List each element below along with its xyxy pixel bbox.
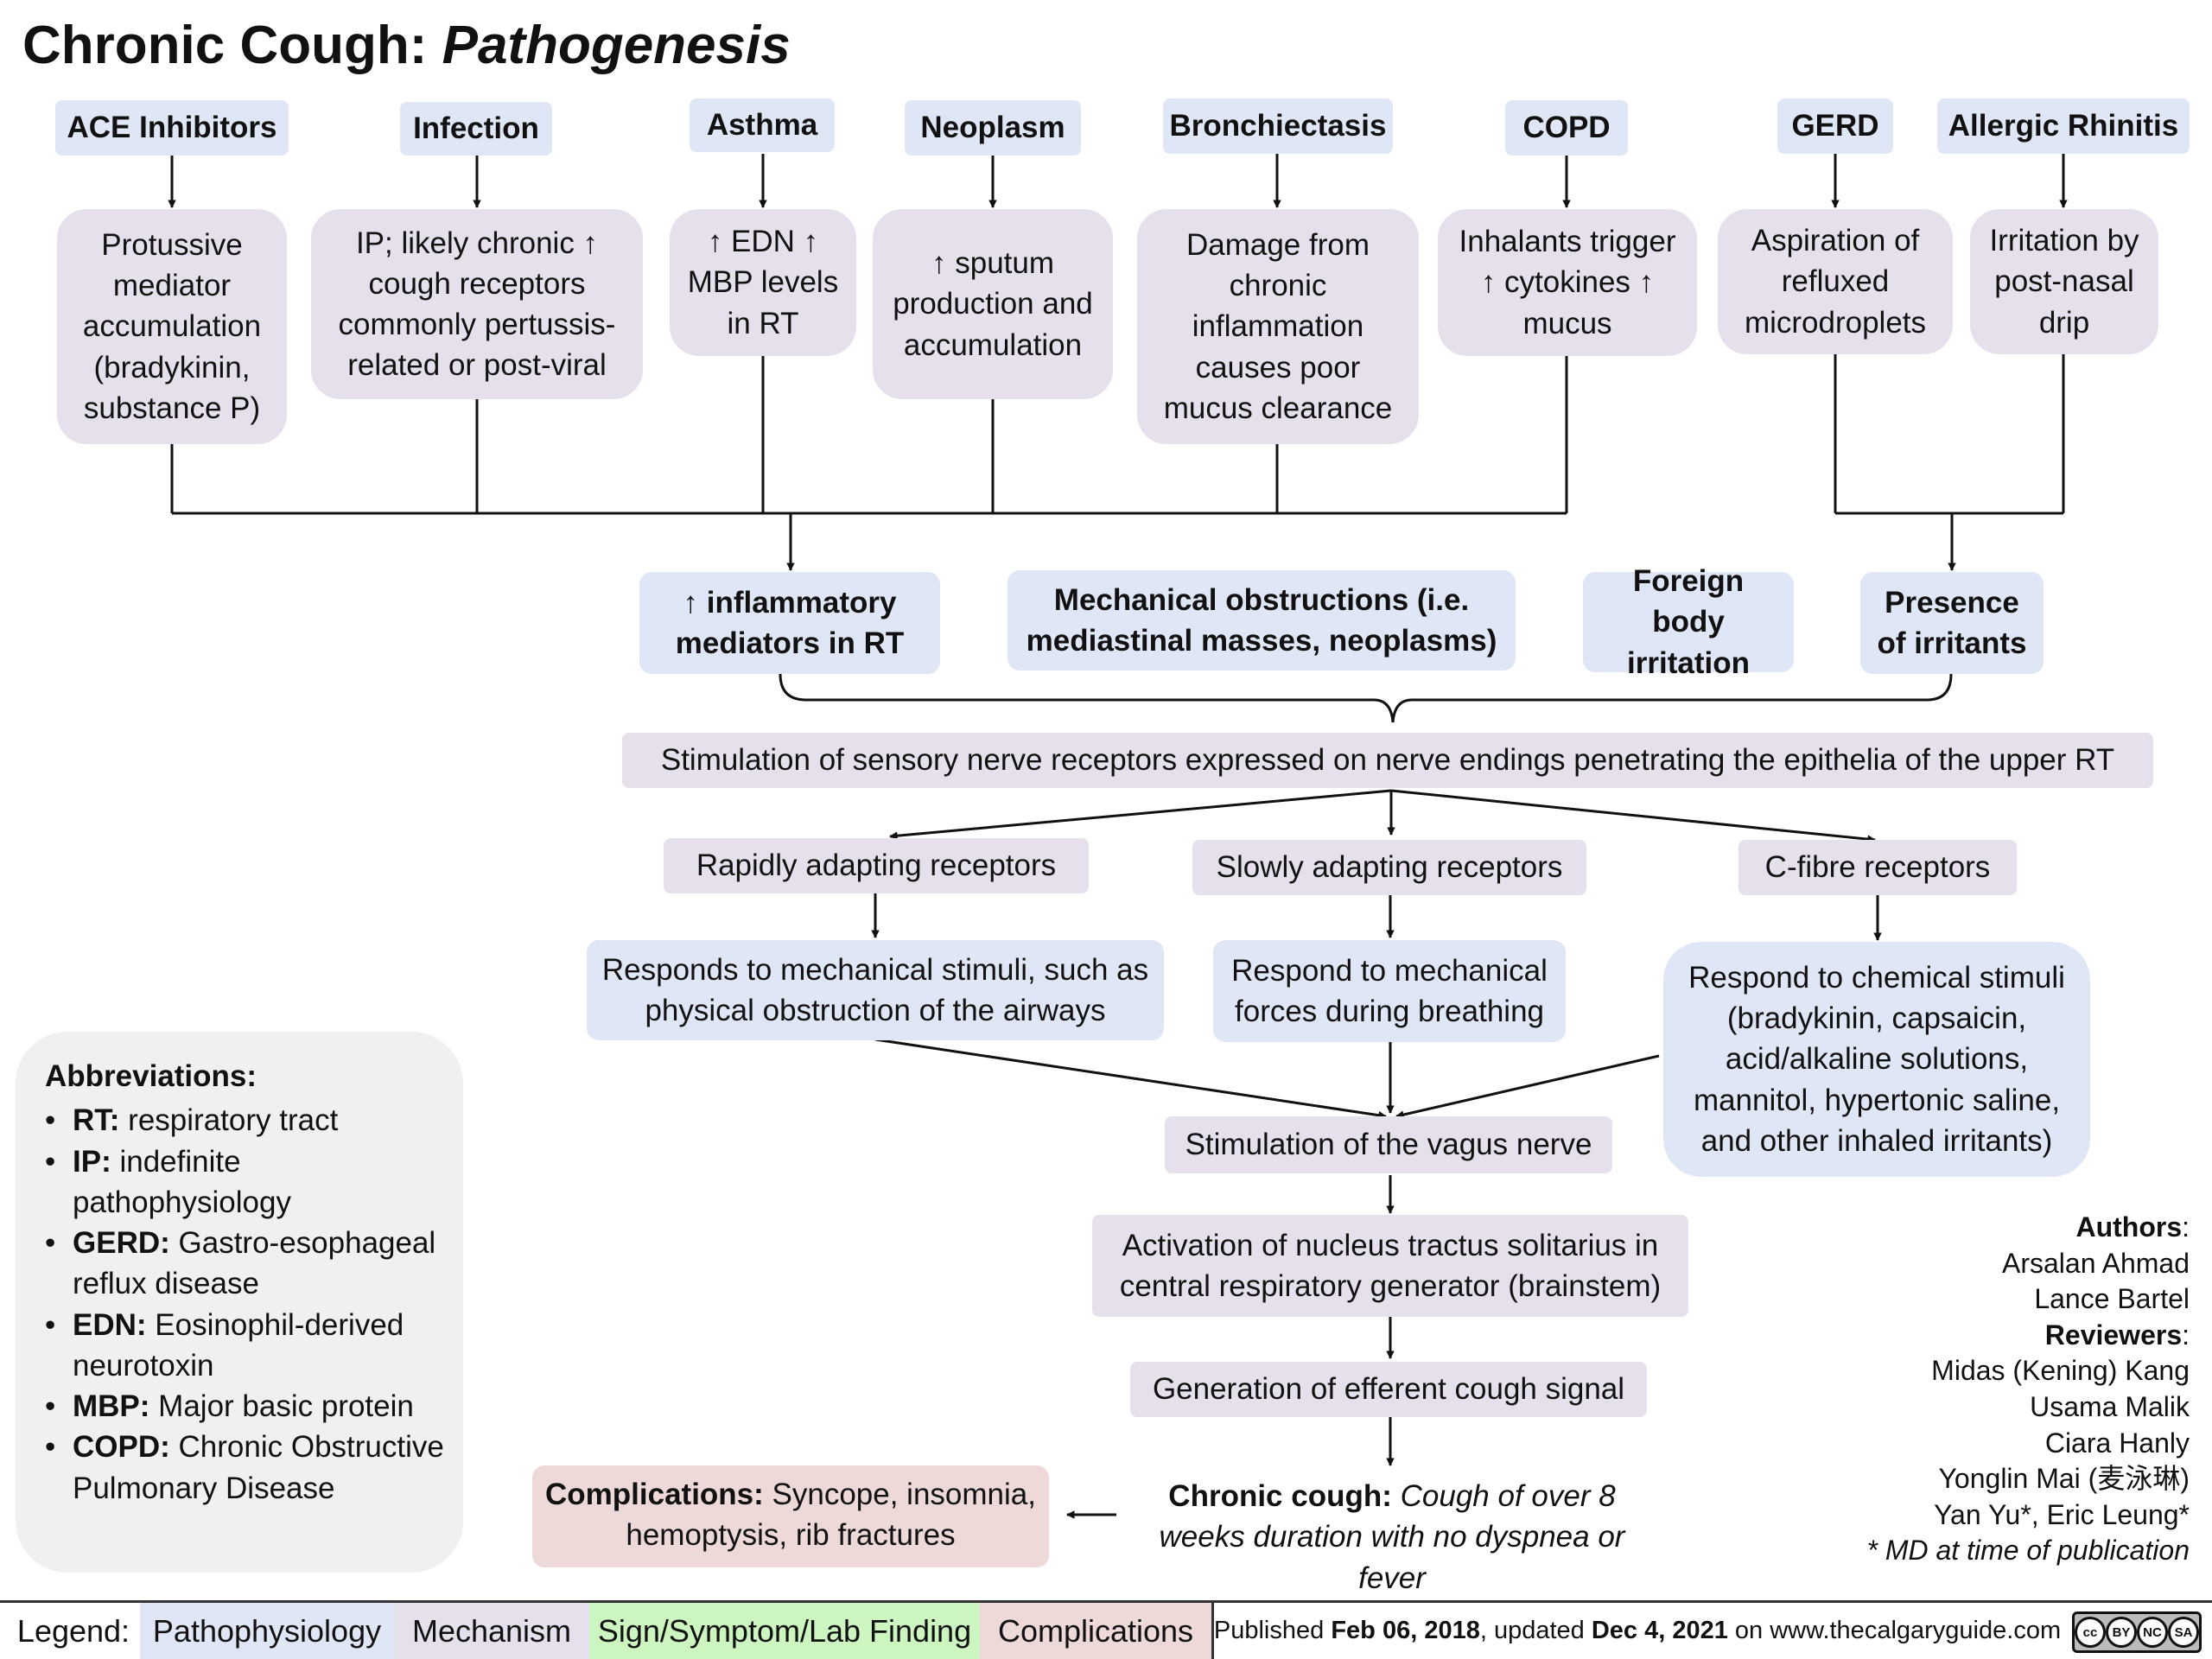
published-prefix: Published xyxy=(1213,1617,1332,1644)
abbreviation-term: COPD: xyxy=(73,1430,170,1465)
sa-icon: SA xyxy=(2168,1617,2199,1648)
authors-label: Authors xyxy=(2075,1211,2183,1243)
sensory-stimulation-box: Stimulation of sensory nerve receptors e… xyxy=(622,733,2153,788)
cause-header-gerd: GERD xyxy=(1777,99,1893,154)
cause-header-allergic-rhinitis: Allergic Rhinitis xyxy=(1937,99,2190,154)
complications-text: Syncope, insomnia, hemoptysis, rib fract… xyxy=(626,1478,1036,1553)
cause-detail-neoplasm: ↑ sputum production and accumulation xyxy=(873,209,1113,399)
cc-icon: cc xyxy=(2075,1617,2106,1648)
legend-mechanism: Mechanism xyxy=(394,1603,589,1659)
rapid-receptors-box: Rapidly adapting receptors xyxy=(664,838,1089,893)
cause-detail-ace-inhibitors: Protussive mediator accumulation (bradyk… xyxy=(57,209,287,444)
nc-icon: NC xyxy=(2137,1617,2168,1648)
abbreviation-item: GERD: Gastro-esophageal reflux disease xyxy=(45,1223,446,1305)
author-name: Lance Bartel xyxy=(2034,1283,2190,1315)
slow-receptors-box: Slowly adapting receptors xyxy=(1192,840,1586,895)
cause-header-asthma: Asthma xyxy=(690,99,835,152)
reviewers-label: Reviewers xyxy=(2044,1319,2183,1351)
foreign-body-box: Foreign body irritation xyxy=(1583,564,1794,680)
abbreviation-def: Major basic protein xyxy=(158,1389,414,1423)
complications-box: Complications: Syncope, insomnia, hemopt… xyxy=(532,1465,1049,1567)
efferent-signal-box: Generation of efferent cough signal xyxy=(1130,1362,1647,1417)
abbreviation-def: respiratory tract xyxy=(128,1103,339,1138)
abbreviation-item: RT: respiratory tract xyxy=(45,1100,446,1141)
cause-detail-allergic-rhinitis: Irritation by post-nasal drip xyxy=(1970,209,2158,354)
vagus-stimulation-box: Stimulation of the vagus nerve xyxy=(1165,1116,1612,1173)
rapid-response-box: Responds to mechanical stimuli, such as … xyxy=(587,940,1164,1040)
inflammatory-mediators-box: ↑ inflammatory mediators in RT xyxy=(639,572,940,674)
abbreviation-def: Chronic Obstructive Pulmonary Disease xyxy=(73,1430,444,1505)
cause-header-infection: Infection xyxy=(400,102,552,156)
abbreviations-list: RT: respiratory tract IP: indefinite pat… xyxy=(45,1100,446,1509)
chronic-cough-text: Cough of over 8 weeks duration with no d… xyxy=(1159,1479,1625,1595)
abbreviation-item: IP: indefinite pathophysiology xyxy=(45,1141,446,1224)
abbreviation-item: MBP: Major basic protein xyxy=(45,1386,446,1427)
abbreviation-def: indefinite pathophysiology xyxy=(73,1144,291,1219)
abbreviation-term: IP: xyxy=(73,1144,111,1179)
abbreviations-panel: Abbreviations: RT: respiratory tract IP:… xyxy=(16,1032,463,1573)
legend-complications: Complications xyxy=(980,1603,1211,1659)
legend-sign-symptom: Sign/Symptom/Lab Finding xyxy=(589,1603,980,1659)
abbreviation-def: Gastro-esophageal reflux disease xyxy=(73,1226,436,1301)
abbreviation-item: EDN: Eosinophil-derived neurotoxin xyxy=(45,1305,446,1387)
cc-license-icon[interactable]: cc BY NC SA xyxy=(2072,1611,2202,1653)
cfibre-response-box: Respond to chemical stimuli (bradykinin,… xyxy=(1663,942,2090,1177)
cause-header-ace-inhibitors: ACE Inhibitors xyxy=(55,100,289,156)
title-italic: Pathogenesis xyxy=(442,16,791,75)
reviewer-name: Usama Malik xyxy=(2030,1390,2190,1422)
abbreviation-term: GERD: xyxy=(73,1226,170,1260)
updated-date: Dec 4, 2021 xyxy=(1591,1617,1728,1644)
abbreviation-term: RT: xyxy=(73,1103,120,1138)
title-main: Chronic Cough: xyxy=(22,16,442,75)
published-mid: , updated xyxy=(1479,1617,1592,1644)
reviewer-name: Yan Yu*, Eric Leung* xyxy=(1934,1498,2190,1530)
page-title: Chronic Cough: Pathogenesis xyxy=(22,14,791,78)
cfibre-receptors-box: C-fibre receptors xyxy=(1738,840,2017,895)
cause-header-copd: COPD xyxy=(1505,100,1628,156)
irritants-box: Presence of irritants xyxy=(1860,572,2044,674)
cause-detail-copd: Inhalants trigger ↑ cytokines ↑ mucus xyxy=(1438,209,1697,356)
reviewer-name: Midas (Kening) Kang xyxy=(1931,1355,2190,1387)
complications-label: Complications: xyxy=(545,1478,764,1511)
legend-bar: Legend: Pathophysiology Mechanism Sign/S… xyxy=(0,1600,2212,1659)
reviewer-name: Yonglin Mai (麦泳琳) xyxy=(1938,1463,2190,1495)
cause-detail-infection: IP; likely chronic ↑ cough receptors com… xyxy=(311,209,643,399)
chronic-cough-box: Chronic cough: Cough of over 8 weeks dur… xyxy=(1120,1467,1664,1595)
published-suffix[interactable]: on www.thecalgaryguide.com xyxy=(1727,1617,2062,1644)
credits-note: * MD at time of publication xyxy=(1866,1535,2190,1567)
cause-detail-asthma: ↑ EDN ↑ MBP levels in RT xyxy=(670,209,856,356)
mechanical-obstructions-box: Mechanical obstructions (i.e. mediastina… xyxy=(1007,570,1516,671)
abbreviation-def: Eosinophil-derived neurotoxin xyxy=(73,1307,404,1382)
abbreviation-term: EDN: xyxy=(73,1307,147,1342)
cause-header-bronchiectasis: Bronchiectasis xyxy=(1163,99,1393,154)
published-info: Published Feb 06, 2018, updated Dec 4, 2… xyxy=(1211,1603,2061,1659)
cause-detail-bronchiectasis: Damage from chronic inflammation causes … xyxy=(1137,209,1419,444)
chronic-cough-label: Chronic cough: xyxy=(1168,1479,1392,1513)
cause-detail-gerd: Aspiration of refluxed microdroplets xyxy=(1718,209,1953,354)
slow-response-box: Respond to mechanical forces during brea… xyxy=(1213,940,1566,1042)
abbreviation-term: MBP: xyxy=(73,1389,150,1423)
by-icon: BY xyxy=(2106,1617,2137,1648)
legend-label: Legend: xyxy=(16,1612,130,1649)
credits-block: Authors: Arsalan Ahmad Lance Bartel Revi… xyxy=(1740,1210,2190,1569)
abbreviation-item: COPD: Chronic Obstructive Pulmonary Dise… xyxy=(45,1427,446,1509)
author-name: Arsalan Ahmad xyxy=(2001,1247,2190,1279)
cause-header-neoplasm: Neoplasm xyxy=(905,100,1081,156)
reviewer-name: Ciara Hanly xyxy=(2044,1427,2190,1459)
legend-pathophysiology: Pathophysiology xyxy=(140,1603,394,1659)
nucleus-activation-box: Activation of nucleus tractus solitarius… xyxy=(1092,1215,1688,1317)
published-date: Feb 06, 2018 xyxy=(1331,1617,1480,1644)
abbreviations-title: Abbreviations: xyxy=(45,1059,257,1093)
